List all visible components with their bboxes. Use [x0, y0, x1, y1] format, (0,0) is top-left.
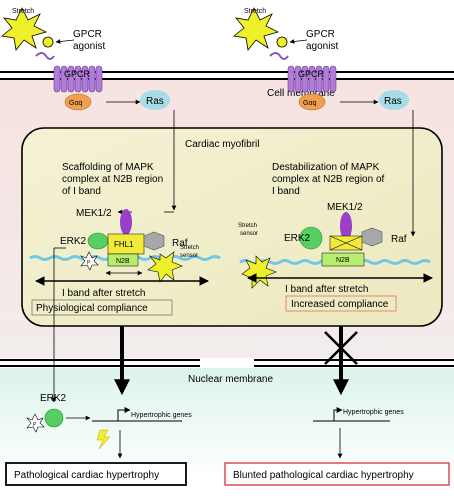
blunted-hypertrophy-label: Blunted pathological cardiac hypertrophy [233, 470, 414, 481]
raf-icon [361, 227, 383, 247]
cardiac-myofibril-label: Cardiac myofibril [185, 139, 259, 150]
blunted-hypertrophy-box [224, 462, 450, 486]
erk2-icon [87, 232, 109, 250]
right-receptor-group: Stretch GPCR agonist GPCR Gαq Ras [233, 7, 409, 111]
phospho-icon [80, 251, 99, 271]
ras-icon [140, 90, 170, 110]
ras-label: Ras [384, 96, 402, 107]
erk2-icon [299, 226, 323, 250]
gpcr-agonist-icon [276, 36, 288, 48]
hypertrophic-genes-label: Hypertrophic genes [131, 412, 192, 419]
right-title-line1: Destabilization of MAPK [272, 162, 380, 173]
gpcr-agonist-label-line2: agonist [306, 41, 338, 52]
block-x-icon [324, 331, 358, 365]
nuclear-membrane-label: Nuclear membrane [188, 374, 273, 385]
gpcr-agonist-label-line1: GPCR [306, 29, 335, 40]
i-band-label: I band after stretch [285, 284, 368, 295]
stretch-label: Stretch [244, 8, 266, 15]
mek-label: MEK1/2 [76, 208, 112, 219]
mek-label: MEK1/2 [327, 202, 363, 213]
right-title-line3: I band [272, 186, 300, 197]
left-myofibril-content: Scaffolding of MAPK complex at N2B regio… [29, 162, 221, 316]
nuclear-membrane [0, 359, 454, 367]
left-title-line2: complex at N2B region [62, 174, 163, 185]
ras-label: Ras [146, 96, 164, 107]
left-title-line3: of I band [62, 186, 101, 197]
ras-icon [379, 90, 409, 110]
right-title-line2: complex at N2B region of [272, 174, 385, 185]
left-nucleus-content: ERK2 P Hypertrophic genes Pathological c… [5, 393, 192, 486]
erk2-label: ERK2 [284, 233, 311, 244]
pathological-hypertrophy-label: Pathological cardiac hypertrophy [14, 470, 159, 481]
stretch-sensor-label-line2: sensor [240, 231, 258, 237]
fhl1-label: FHL1 [114, 240, 134, 249]
stretch-sensor-label-line1: Stretch [238, 223, 257, 229]
left-title-line1: Scaffolding of MAPK [62, 162, 154, 173]
gpcr-label: GPCR [298, 69, 325, 79]
stretch-sensor-label-line1: Stretch [180, 245, 199, 251]
n2b-label: N2B [116, 258, 130, 265]
phospho-label: P [33, 422, 37, 428]
stretch-burst-icon [233, 7, 280, 51]
raf-label: Raf [172, 238, 188, 249]
stretch-sensor-burst-icon [147, 251, 183, 283]
right-nucleus-content: Hypertrophic genes Blunted pathological … [224, 407, 450, 486]
erk2-label: ERK2 [60, 236, 87, 247]
stretch-burst-icon [1, 7, 48, 51]
physiological-compliance-box [31, 299, 173, 316]
nuclear-erk2-icon [44, 408, 64, 428]
physiological-compliance-label: Physiological compliance [36, 303, 148, 314]
right-myofibril-content: Destabilization of MAPK complex at N2B r… [238, 162, 433, 312]
gpcr-agonist-icon [42, 36, 54, 48]
n2b-label: N2B [336, 257, 350, 264]
stretch-sensor-label-line2: sensor [180, 253, 198, 259]
gpcr-icon [53, 65, 103, 93]
n2b-box [107, 253, 139, 267]
gpcr-agonist-label-line2: agonist [73, 41, 105, 52]
galpha-q-label: Gαq [69, 100, 82, 107]
phospho-icon [26, 413, 45, 433]
nuclear-erk2-label: ERK2 [40, 393, 67, 404]
lightning-icon [96, 429, 111, 450]
galpha-q-icon [64, 93, 92, 111]
galpha-q-label: Gαq [303, 100, 316, 107]
mek-icon [340, 212, 352, 240]
pathological-hypertrophy-box [5, 462, 187, 486]
raf-icon [143, 231, 165, 251]
gpcr-agonist-label-line1: GPCR [73, 29, 102, 40]
mek-icon [120, 209, 132, 235]
phospho-label: P [87, 260, 91, 266]
n2b-box [321, 252, 365, 267]
raf-label: Raf [391, 234, 407, 245]
galpha-q-icon [298, 93, 326, 111]
nucleus-region [0, 368, 454, 478]
stretch-label: Stretch [12, 8, 34, 15]
hypertrophic-genes-label: Hypertrophic genes [343, 409, 404, 416]
increased-compliance-box [285, 295, 397, 312]
i-band-label: I band after stretch [62, 288, 145, 299]
left-receptor-group: Stretch GPCR agonist GPCR Gαq Ras [1, 7, 170, 111]
gpcr-label: GPCR [64, 69, 91, 79]
gpcr-icon [287, 65, 337, 93]
increased-compliance-label: Increased compliance [291, 299, 389, 310]
cell-membrane-label: Cell membrane [267, 88, 335, 99]
